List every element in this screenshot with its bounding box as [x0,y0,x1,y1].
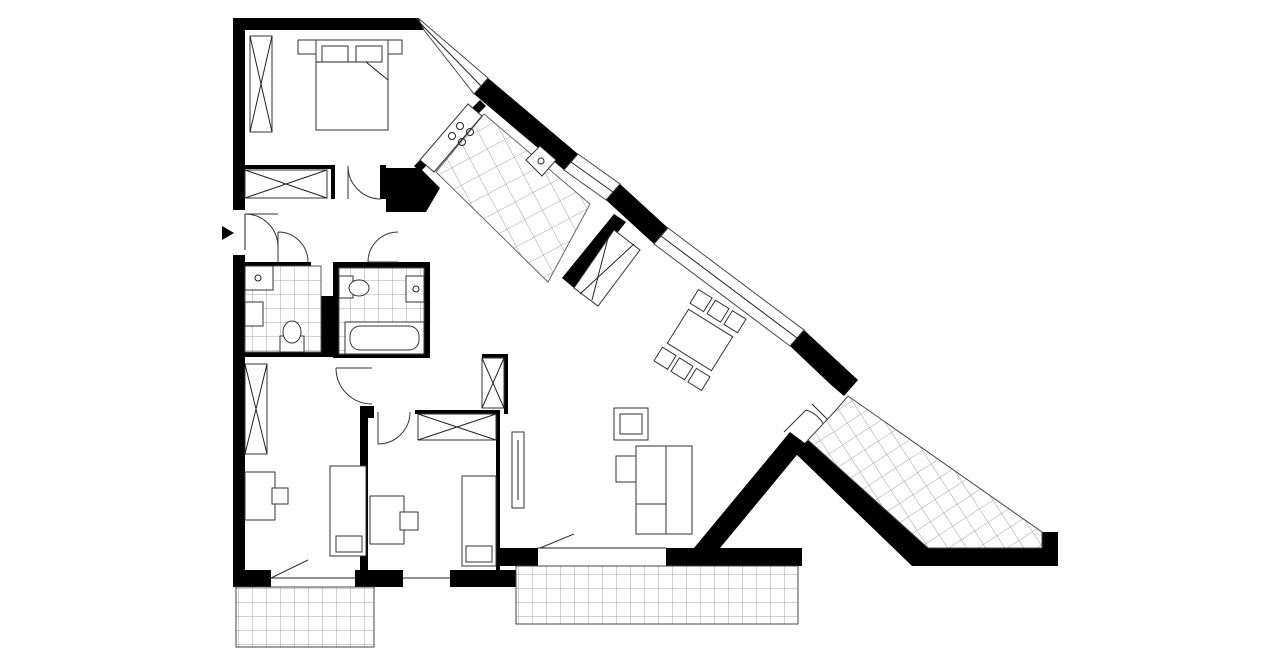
balcony-right [807,395,1043,549]
bedroom-bottom-middle [369,413,497,579]
bathroom-right [338,231,425,355]
bedroom-top [244,35,403,200]
exterior-walls [233,18,1058,587]
bedroom-bottom-left [244,363,367,579]
entrance-marker-icon [222,226,234,240]
bathroom-left [244,231,322,353]
diagonal-windows [417,17,805,347]
kitchen [419,103,641,307]
dining-set [653,288,747,392]
balcony-bottom-left [235,586,375,648]
corridor-doors [335,357,505,445]
balcony-bottom-middle [515,565,799,625]
entrance [222,213,279,250]
living-room [511,288,837,549]
balconies [235,395,1043,648]
